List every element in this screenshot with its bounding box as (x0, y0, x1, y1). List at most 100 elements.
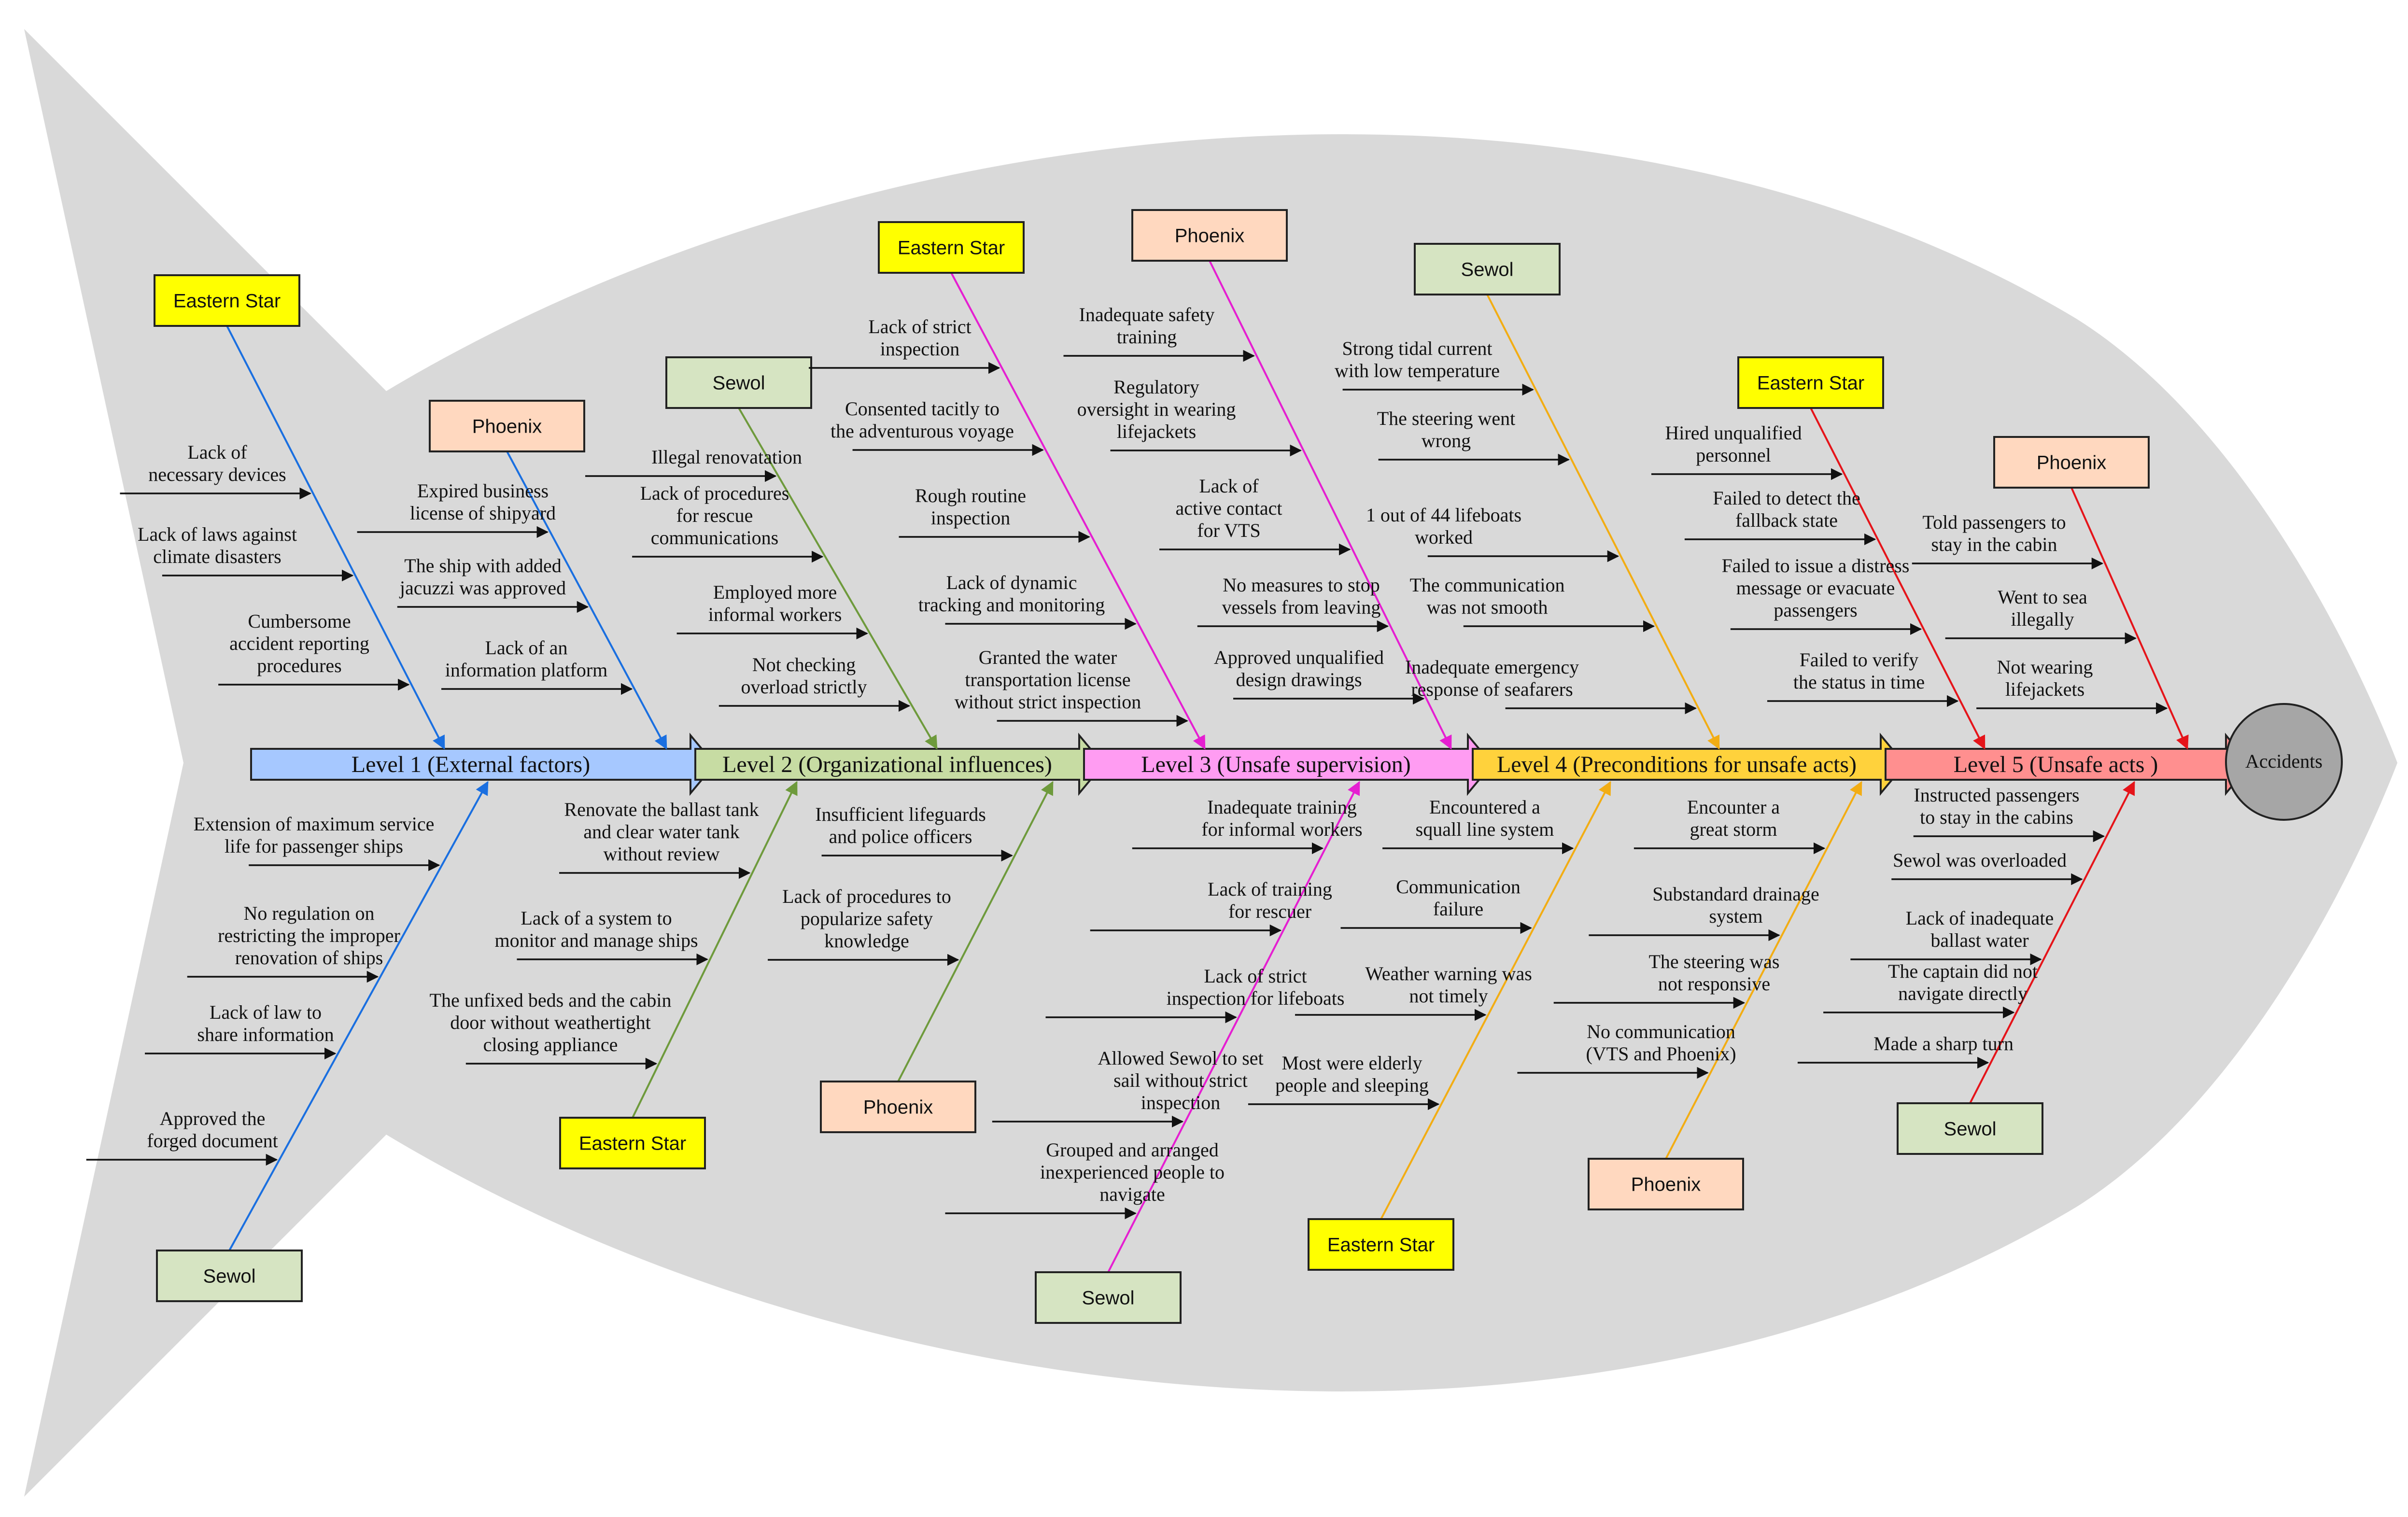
cause-line: restricting the improper (218, 925, 400, 946)
cause-line: worked (1415, 526, 1473, 548)
cause-line: vessels from leaving (1222, 596, 1381, 618)
cause-line: Expired business (417, 480, 549, 502)
level-4-spine: Level 4 (Preconditions for unsafe acts) (1472, 732, 1906, 796)
cause-line: The steering went (1377, 407, 1516, 429)
cause-line: failure (1433, 898, 1483, 920)
level-1-label: Level 1 (External factors) (352, 752, 590, 777)
cause-line: Insufficient lifeguards (815, 803, 986, 825)
cause-line: Weather warning was (1365, 963, 1532, 984)
cause-text: Illegal renovatation (651, 446, 802, 468)
cause-line: Strong tidal current (1342, 337, 1492, 359)
cause-line: not timely (1409, 985, 1488, 1007)
cause-line: Lack of (1199, 475, 1259, 497)
cause-line: passengers (1774, 599, 1857, 621)
ship-box-eastern-star (1308, 1218, 1454, 1271)
cause-line: Lack of procedures (640, 482, 789, 504)
level-1-spine: Level 1 (External factors) (250, 732, 716, 796)
cause-line: Lack of (187, 441, 247, 463)
cause-line: Failed to detect the (1713, 487, 1860, 509)
ship-label: Phoenix (472, 416, 542, 437)
cause-line: inspection (1141, 1092, 1220, 1113)
cause-line: squall line system (1416, 818, 1554, 840)
cause-line: oversight in wearing (1077, 398, 1236, 420)
cause-line: Consented tacitly to (845, 398, 1000, 420)
cause-line: Not wearing (1997, 656, 2093, 678)
ship-box-phoenix (429, 400, 585, 452)
cause-line: inspection for lifeboats (1167, 987, 1345, 1009)
branch-line (632, 781, 798, 1118)
ship-box-phoenix (1993, 436, 2150, 489)
cause-line: Failed to issue a distress (1722, 555, 1910, 576)
cause-line: Not checking (752, 654, 856, 675)
cause-line: accident reporting (229, 632, 369, 654)
cause-line: The communication (1409, 574, 1564, 596)
cause-line: sail without strict (1113, 1069, 1248, 1091)
cause-line: Lack of a system to (521, 907, 672, 929)
level-4-label: Level 4 (Preconditions for unsafe acts) (1497, 752, 1857, 777)
cause-line: navigate directly (1898, 983, 2028, 1004)
ship-box-phoenix (1588, 1158, 1744, 1210)
cause-line: wrong (1422, 430, 1471, 451)
accident-label: Accidents (2245, 750, 2323, 772)
ship-label: Sewol (1461, 259, 1514, 281)
cause-line: for informal workers (1201, 818, 1362, 840)
cause-line: The ship with added (404, 555, 562, 576)
cause-line: Regulatory (1113, 376, 1199, 398)
branch-line (1665, 781, 1862, 1159)
cause-line: ballast water (1930, 929, 2028, 951)
cause-line: (VTS and Phoenix) (1586, 1043, 1736, 1065)
branch-line (1810, 407, 1986, 750)
ship-box-eastern-star (1737, 356, 1884, 409)
cause-line: tracking and monitoring (918, 594, 1105, 616)
cause-line: Encounter a (1687, 796, 1780, 818)
cause-line: information platform (445, 659, 608, 681)
cause-line: and police officers (829, 826, 972, 847)
cause-line: Communication (1396, 876, 1521, 898)
level-5-spine: Level 5 (Unsafe acts ) (1885, 732, 2252, 796)
cause-line: for VTS (1197, 520, 1260, 541)
cause-line: The unfixed beds and the cabin (430, 989, 672, 1011)
cause-line: Cumbersome (248, 610, 351, 632)
cause-line: response of seafarers (1411, 678, 1573, 700)
ship-label: Phoenix (1175, 225, 1245, 247)
cause-line: people and sleeping (1275, 1074, 1429, 1096)
cause-line: for rescuer (1228, 900, 1311, 922)
